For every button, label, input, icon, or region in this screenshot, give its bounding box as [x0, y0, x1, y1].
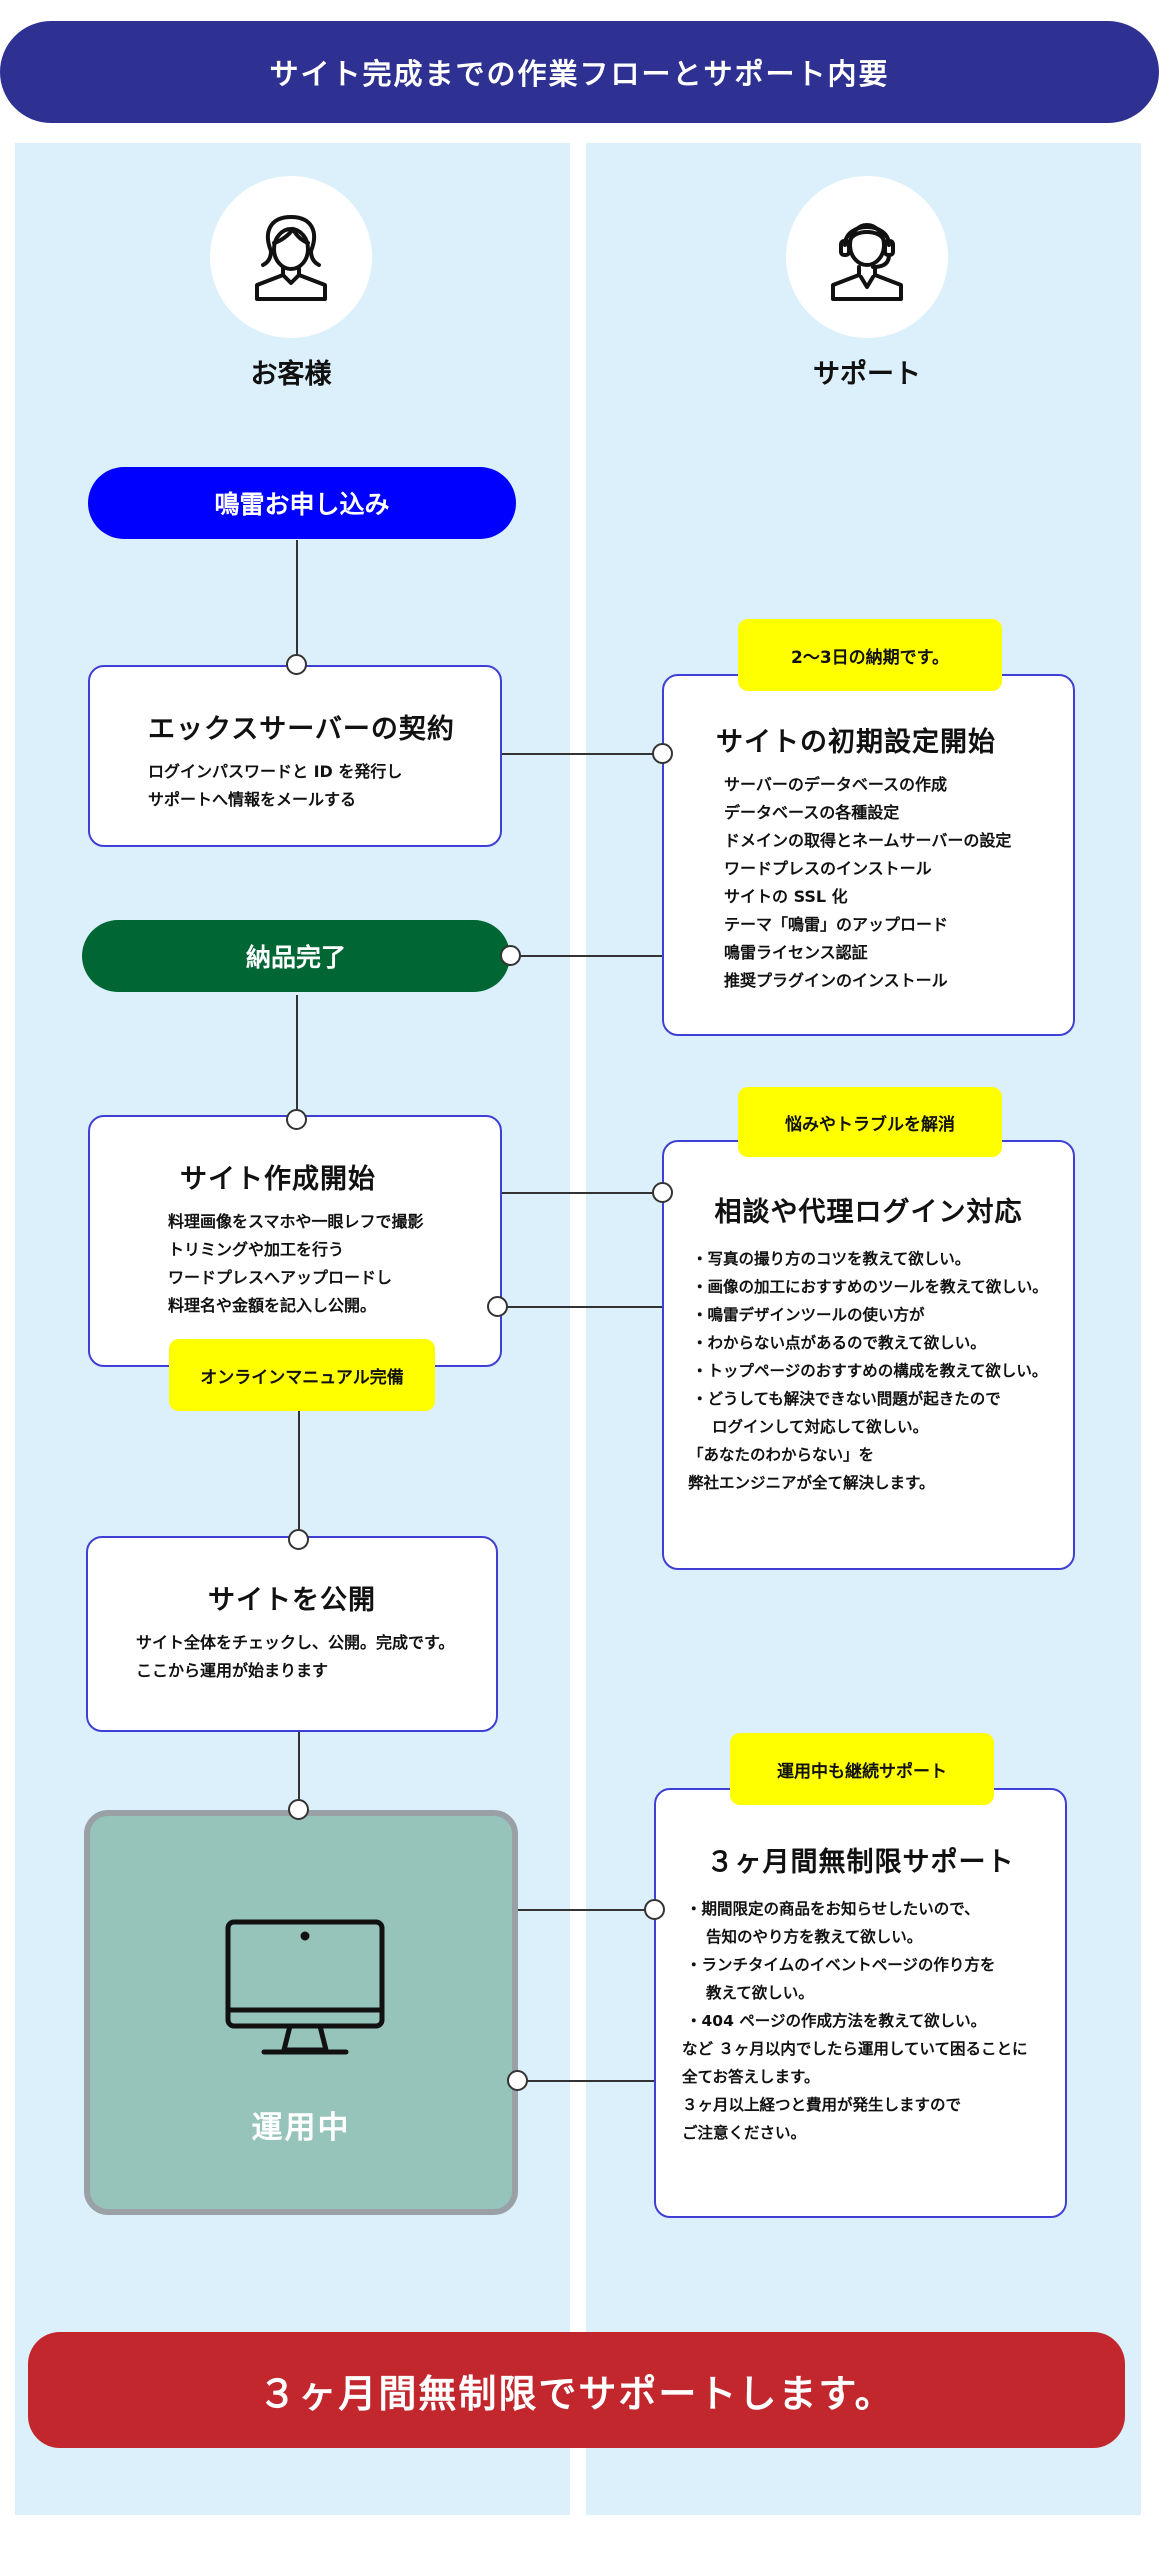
consult-lines: ・写真の撮り方のコツを教えて欲しい。 ・画像の加工におすすめのツールを教えて欲し… — [688, 1245, 1073, 1497]
connector — [510, 955, 662, 957]
connector — [296, 995, 298, 1120]
woman-user-icon — [255, 215, 327, 301]
manual-tag: オンラインマニュアル完備 — [169, 1339, 435, 1411]
connector-dot — [652, 1182, 673, 1203]
setup-line: 推奨プラグインのインストール — [724, 971, 948, 990]
consult-footer: 「あなたのわからない」を — [688, 1446, 875, 1464]
consult-bullet: ・どうしても解決できない問題が起きたので ログインして対応して欲しい。 — [692, 1390, 1001, 1436]
create-line: 料理画像をスマホや一眼レフで撮影 — [168, 1212, 424, 1231]
connector-dot — [286, 654, 307, 675]
connector-dot — [286, 1109, 307, 1130]
xserver-title: エックスサーバーの契約 — [148, 714, 455, 745]
connector — [500, 753, 662, 755]
create-card: サイト作成開始 料理画像をスマホや一眼レフで撮影 トリミングや加工を行う ワード… — [88, 1115, 502, 1367]
apply-step: 鳴雷お申し込み — [88, 467, 516, 539]
setup-line: サイトの SSL 化 — [724, 887, 848, 906]
create-title: サイト作成開始 — [180, 1164, 376, 1195]
connector — [517, 1909, 654, 1911]
connector-dot — [500, 945, 521, 966]
publish-line: サイト全体をチェックし、公開。完成です。 — [136, 1633, 455, 1652]
setup-tag: 2〜3日の納期です。 — [738, 619, 1002, 691]
setup-lines: サーバーのデータベースの作成 データベースの各種設定 ドメインの取得とネームサー… — [724, 771, 1073, 995]
headset-operator-icon — [831, 223, 903, 301]
connector-dot — [652, 743, 673, 764]
publish-card: サイトを公開 サイト全体をチェックし、公開。完成です。 ここから運用が始まります — [86, 1536, 498, 1732]
consult-bullet: ・画像の加工におすすめのツールを教えて欲しい。 — [692, 1278, 1048, 1296]
operation-label: 運用中 — [251, 2110, 351, 2146]
create-line: トリミングや加工を行う — [168, 1240, 345, 1259]
create-line: 料理名や金額を記入し公開。 — [168, 1296, 377, 1315]
delivered-label: 納品完了 — [245, 943, 346, 972]
support-label: サポート — [813, 359, 921, 390]
page-header: サイト完成までの作業フローとサポート内要 — [0, 21, 1159, 123]
footer-text: ３ヶ月間無制限でサポートします。 — [258, 2371, 895, 2416]
manual-tag-label: オンラインマニュアル完備 — [200, 1367, 404, 1388]
connector — [298, 1730, 300, 1810]
setup-tag-label: 2〜3日の納期です。 — [791, 647, 949, 668]
monitor-icon — [225, 1919, 385, 2055]
create-line: ワードプレスへアップロードし — [168, 1268, 393, 1287]
setup-title: サイトの初期設定開始 — [716, 727, 996, 758]
xserver-card: エックスサーバーの契約 ログインパスワードと ID を発行し サポートへ情報をメ… — [88, 665, 502, 847]
consult-tag: 悩みやトラブルを解消 — [738, 1087, 1002, 1157]
unlimited-tag-label: 運用中も継続サポート — [777, 1761, 947, 1782]
connector — [500, 1192, 662, 1194]
unlimited-bullet: ・期間限定の商品をお知らせしたいので、 告知のやり方を教えて欲しい。 — [686, 1900, 980, 1946]
publish-line: ここから運用が始まります — [136, 1661, 329, 1680]
publish-lines: サイト全体をチェックし、公開。完成です。 ここから運用が始まります — [136, 1629, 496, 1685]
unlimited-footer: 全てお答えします。 — [682, 2068, 820, 2086]
setup-line: ドメインの取得とネームサーバーの設定 — [724, 831, 1012, 850]
xserver-lines: ログインパスワードと ID を発行し サポートへ情報をメールする — [148, 758, 500, 814]
create-lines: 料理画像をスマホや一眼レフで撮影 トリミングや加工を行う ワードプレスへアップロ… — [168, 1208, 500, 1320]
unlimited-footer: ご注意ください。 — [682, 2124, 807, 2142]
consult-bullet: ・写真の撮り方のコツを教えて欲しい。 — [692, 1250, 971, 1268]
connector — [497, 1306, 662, 1308]
setup-line: データベースの各種設定 — [724, 803, 900, 822]
customer-avatar — [210, 176, 372, 338]
apply-label: 鳴雷お申し込み — [214, 490, 390, 519]
connector-dot — [644, 1899, 665, 1920]
footer-banner: ３ヶ月間無制限でサポートします。 — [28, 2332, 1125, 2448]
consult-bullet: ・わからない点があるので教えて欲しい。 — [692, 1334, 986, 1352]
unlimited-card: ３ヶ月間無制限サポート ・期間限定の商品をお知らせしたいので、 告知のやり方を教… — [654, 1788, 1067, 2218]
connector-dot — [288, 1529, 309, 1550]
connector — [296, 540, 298, 665]
consult-card: 相談や代理ログイン対応 ・写真の撮り方のコツを教えて欲しい。 ・画像の加工におす… — [662, 1140, 1075, 1570]
xserver-line: サポートへ情報をメールする — [148, 790, 357, 809]
publish-title: サイトを公開 — [208, 1585, 376, 1616]
page-title: サイト完成までの作業フローとサポート内要 — [269, 57, 890, 91]
consult-bullet: ・トップページのおすすめの構成を教えて欲しい。 — [692, 1362, 1048, 1380]
connector — [298, 1410, 300, 1540]
setup-line: 鳴雷ライセンス認証 — [724, 943, 868, 962]
support-avatar — [786, 176, 948, 338]
unlimited-footer: など ３ヶ月以内でしたら運用していて困ることに — [682, 2040, 1028, 2058]
consult-bullet: ・鳴雷デザインツールの使い方が — [692, 1306, 925, 1324]
setup-line: サーバーのデータベースの作成 — [724, 775, 948, 794]
consult-footer: 弊社エンジニアが全て解決します。 — [688, 1474, 935, 1492]
xserver-line: ログインパスワードと ID を発行し — [148, 762, 403, 781]
setup-line: テーマ「鳴雷」のアップロード — [724, 915, 949, 934]
unlimited-bullet: ・404 ページの作成方法を教えて欲しい。 — [686, 2012, 987, 2030]
unlimited-tag: 運用中も継続サポート — [730, 1733, 994, 1805]
setup-line: ワードプレスのインストール — [724, 859, 932, 878]
unlimited-bullet: ・ランチタイムのイベントページの作り方を 教えて欲しい。 — [686, 1956, 996, 2002]
connector — [517, 2080, 654, 2082]
unlimited-lines: ・期間限定の商品をお知らせしたいので、 告知のやり方を教えて欲しい。 ・ランチタ… — [682, 1895, 1065, 2147]
connector-dot — [507, 2070, 528, 2091]
setup-card: サイトの初期設定開始 サーバーのデータベースの作成 データベースの各種設定 ドメ… — [662, 674, 1075, 1036]
consult-tag-label: 悩みやトラブルを解消 — [785, 1114, 955, 1135]
delivered-step: 納品完了 — [82, 920, 510, 992]
connector-dot — [288, 1799, 309, 1820]
connector-dot — [487, 1296, 508, 1317]
consult-title: 相談や代理ログイン対応 — [714, 1197, 1023, 1228]
unlimited-title: ３ヶ月間無制限サポート — [706, 1847, 1015, 1878]
unlimited-footer: ３ヶ月以上経つと費用が発生しますので — [682, 2096, 962, 2114]
operation-box: 運用中 — [84, 1810, 518, 2215]
customer-label: お客様 — [250, 359, 332, 390]
